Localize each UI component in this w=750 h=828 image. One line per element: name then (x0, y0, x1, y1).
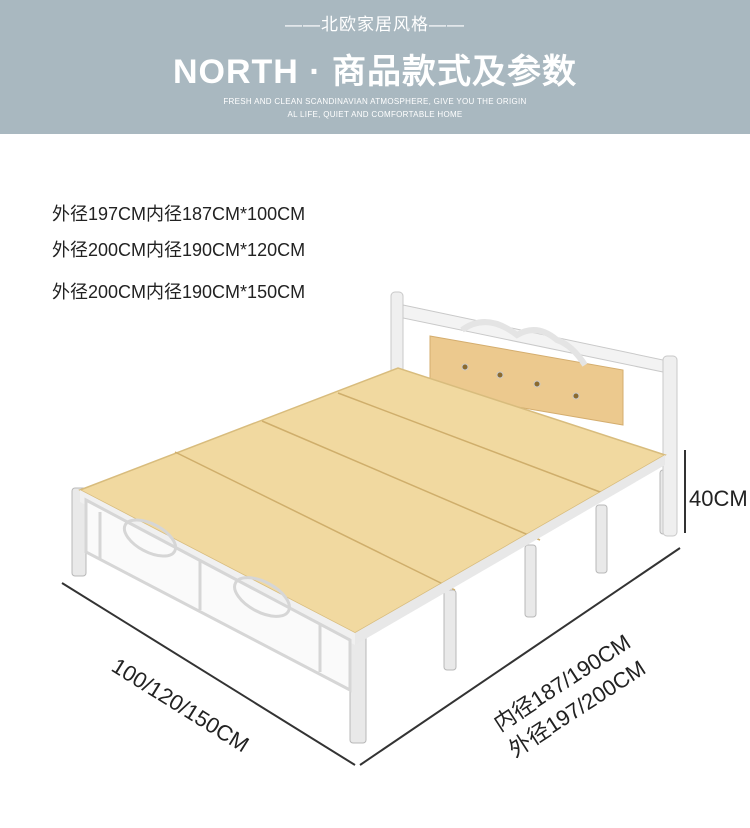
width-label: 100/120/150CM (107, 653, 253, 757)
footboard (84, 497, 352, 693)
subtitle-line-1: FRESH AND CLEAN SCANDINAVIAN ATMOSPHERE,… (223, 97, 527, 106)
bed-product-image: 40CM 100/120/150CM 内径187/190CM 外径197/200… (61, 291, 748, 766)
length-dimension-line (359, 547, 681, 766)
width-dimension-line (61, 582, 356, 766)
page-title: NORTH · 商品款式及参数 (172, 53, 578, 91)
header-banner: ——北欧家居风格—— NORTH · 商品款式及参数 FRESH AND CLE… (0, 0, 750, 134)
style-tagline: ——北欧家居风格—— (285, 15, 465, 34)
dimension-lines (61, 450, 686, 766)
subtitle-line-2: AL LIFE, QUIET AND COMFORTABLE HOME (287, 110, 463, 119)
spec-item-2: 外径200CM内径190CM*120CM (52, 240, 306, 260)
headboard (390, 291, 678, 537)
spec-item-1: 外径197CM内径187CM*100CM (52, 204, 306, 224)
height-label: 40CM (689, 486, 748, 511)
spec-item-3: 外径200CM内径190CM*150CM (52, 282, 306, 302)
